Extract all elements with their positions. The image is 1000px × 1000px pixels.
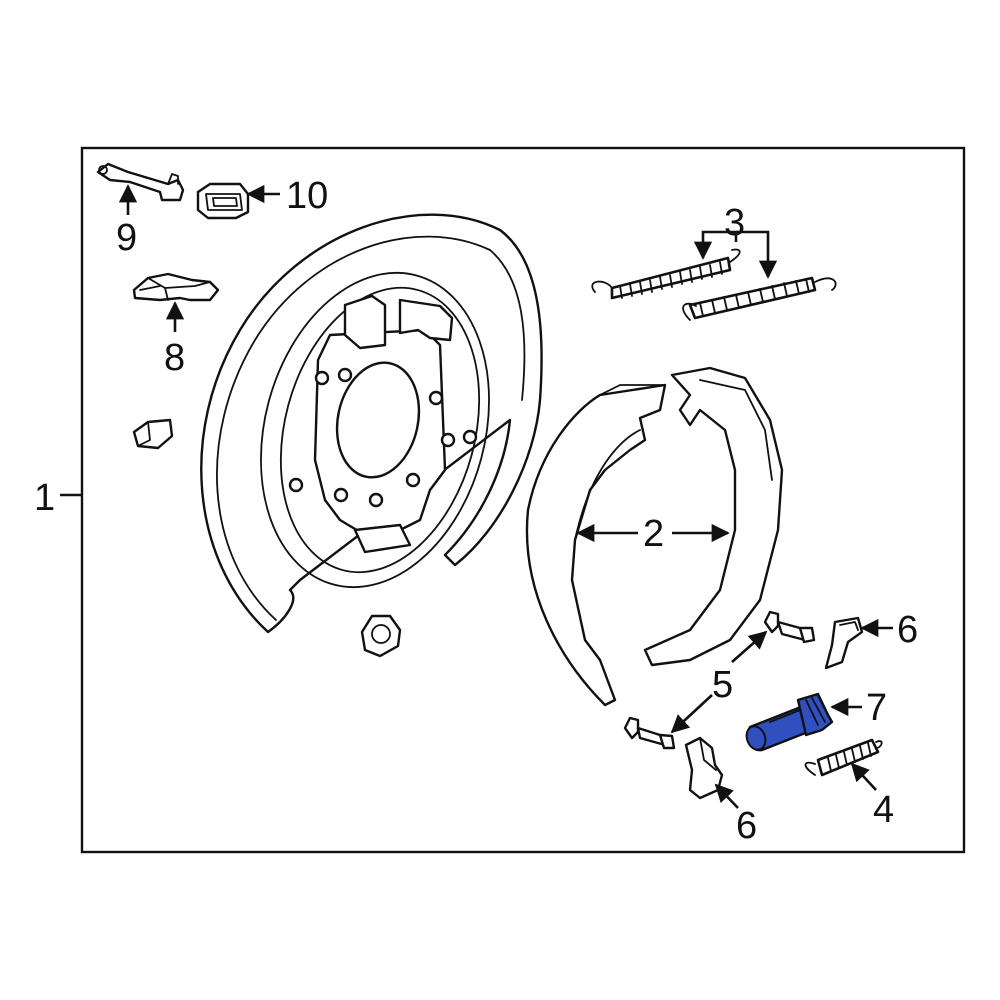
callout-7: 7	[866, 687, 887, 729]
callout-10: 10	[286, 175, 328, 217]
clip-upper[interactable]	[824, 616, 864, 670]
brake-adjuster[interactable]	[743, 692, 834, 752]
adjuster-wheel	[796, 692, 834, 737]
leader-4	[850, 762, 877, 791]
callout-1: 1	[34, 477, 55, 519]
callout-5: 5	[712, 664, 733, 706]
leader-3	[693, 230, 738, 260]
parking-lever[interactable]	[96, 162, 185, 202]
bolt-upper[interactable]	[763, 610, 816, 644]
callout-6-upper: 6	[897, 609, 918, 651]
leader-3b	[736, 230, 778, 279]
diagram-frame	[80, 146, 966, 854]
callout-6-lower: 6	[736, 805, 757, 847]
callout-9: 9	[116, 217, 137, 259]
adjuster-end	[745, 725, 767, 751]
bolt-lower[interactable]	[623, 716, 676, 750]
callout-4: 4	[873, 789, 894, 831]
leader-5-lower	[670, 694, 713, 734]
plug-small[interactable]	[132, 418, 174, 450]
brake-shoe-left[interactable]	[525, 383, 667, 707]
callout-3: 3	[724, 202, 745, 244]
callout-8: 8	[164, 337, 185, 379]
leader-6-lower	[714, 783, 739, 809]
brake-shoe-right[interactable]	[643, 366, 784, 667]
leader-5-upper	[731, 630, 768, 663]
anchor-block[interactable]	[132, 272, 220, 302]
hex-nut[interactable]	[360, 614, 402, 658]
backing-plate[interactable]	[200, 213, 543, 634]
grommet[interactable]	[196, 182, 250, 220]
return-spring-top[interactable]	[591, 248, 741, 300]
callout-2: 2	[643, 513, 664, 555]
return-spring-bottom[interactable]	[682, 276, 837, 321]
adjuster-spring[interactable]	[804, 738, 883, 777]
clip-lower[interactable]	[684, 736, 724, 800]
